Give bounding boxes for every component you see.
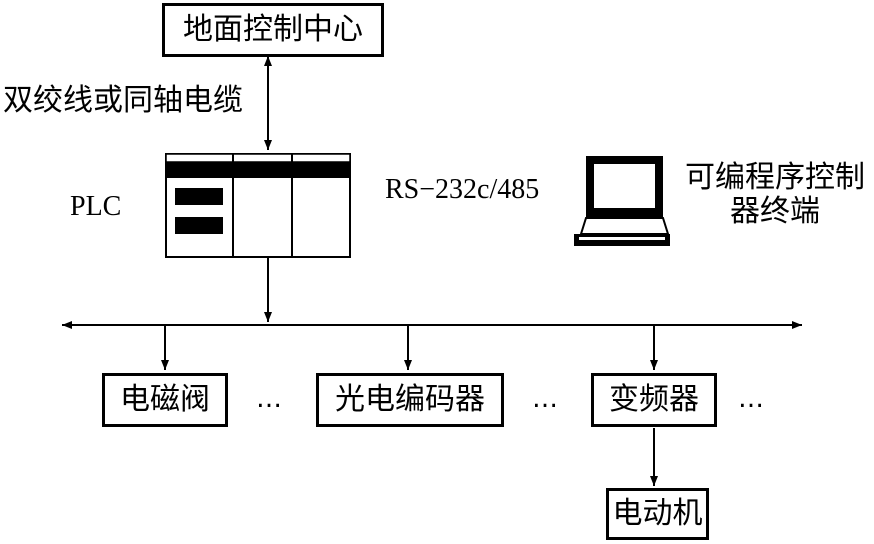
laptop-terminal-icon xyxy=(574,156,670,246)
motor-box: 电动机 xyxy=(606,488,709,540)
serial-link-label: RS−232c/485 xyxy=(385,174,540,205)
cable-type-label: 双绞线或同轴电缆 xyxy=(3,83,243,118)
terminal-label-line1: 可编程序控制 xyxy=(685,160,865,195)
plc-label: PLC xyxy=(70,191,122,222)
motor-label: 电动机 xyxy=(612,496,703,531)
terminal-label-line2: 器终端 xyxy=(730,194,820,229)
programmable-terminal-label: 可编程序控制 器终端 xyxy=(680,161,870,229)
ground-control-center-label: 地面控制中心 xyxy=(183,12,363,47)
ground-control-center-box: 地面控制中心 xyxy=(162,3,384,57)
photoelectric-encoder-box: 光电编码器 xyxy=(316,373,504,427)
ellipsis-2: … xyxy=(532,384,562,414)
photoelectric-encoder-label: 光电编码器 xyxy=(335,382,485,417)
solenoid-valve-label: 电磁阀 xyxy=(120,382,210,417)
frequency-converter-box: 变频器 xyxy=(591,373,717,427)
frequency-converter-label: 变频器 xyxy=(609,382,699,417)
solenoid-valve-box: 电磁阀 xyxy=(102,373,228,427)
plc-rack-icon xyxy=(165,153,351,258)
ellipsis-1: … xyxy=(256,384,286,414)
ellipsis-3: … xyxy=(738,384,768,414)
